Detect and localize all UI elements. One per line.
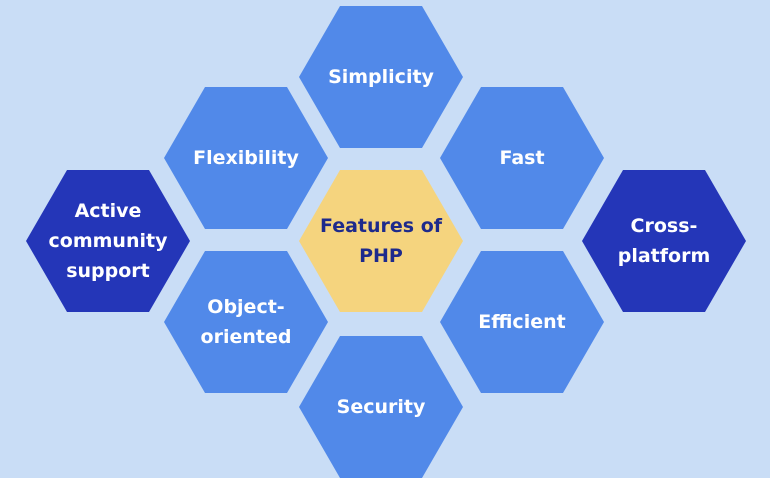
hexagon-simplicity: Simplicity — [299, 6, 463, 148]
hexagon-efficient: Efficient — [440, 251, 604, 393]
hexagon-flexibility: Flexibility — [164, 87, 328, 229]
hexagon-fast: Fast — [440, 87, 604, 229]
hexagon-center-features-of-php: Features of PHP — [299, 170, 463, 312]
hexagon-label-security: Security — [336, 396, 426, 418]
hexagon-label-object-oriented: Object- oriented — [200, 296, 292, 348]
hexagon-label-flexibility: Flexibility — [193, 147, 299, 169]
hexagon-active-community-support: Active community support — [26, 170, 190, 312]
hexagon-object-oriented: Object- oriented — [164, 251, 328, 393]
hexagon-cross-platform: Cross- platform — [582, 170, 746, 312]
hexagon-security: Security — [299, 336, 463, 478]
hexagon-label-fast: Fast — [499, 147, 545, 169]
hexagon-label-cross-platform: Cross- platform — [617, 215, 711, 267]
hexagon-label-center: Features of PHP — [319, 215, 443, 267]
hexagon-label-simplicity: Simplicity — [328, 66, 434, 88]
hexagon-label-efficient: Efficient — [478, 311, 566, 333]
hexagon-label-active-community-support: Active community support — [48, 200, 168, 282]
